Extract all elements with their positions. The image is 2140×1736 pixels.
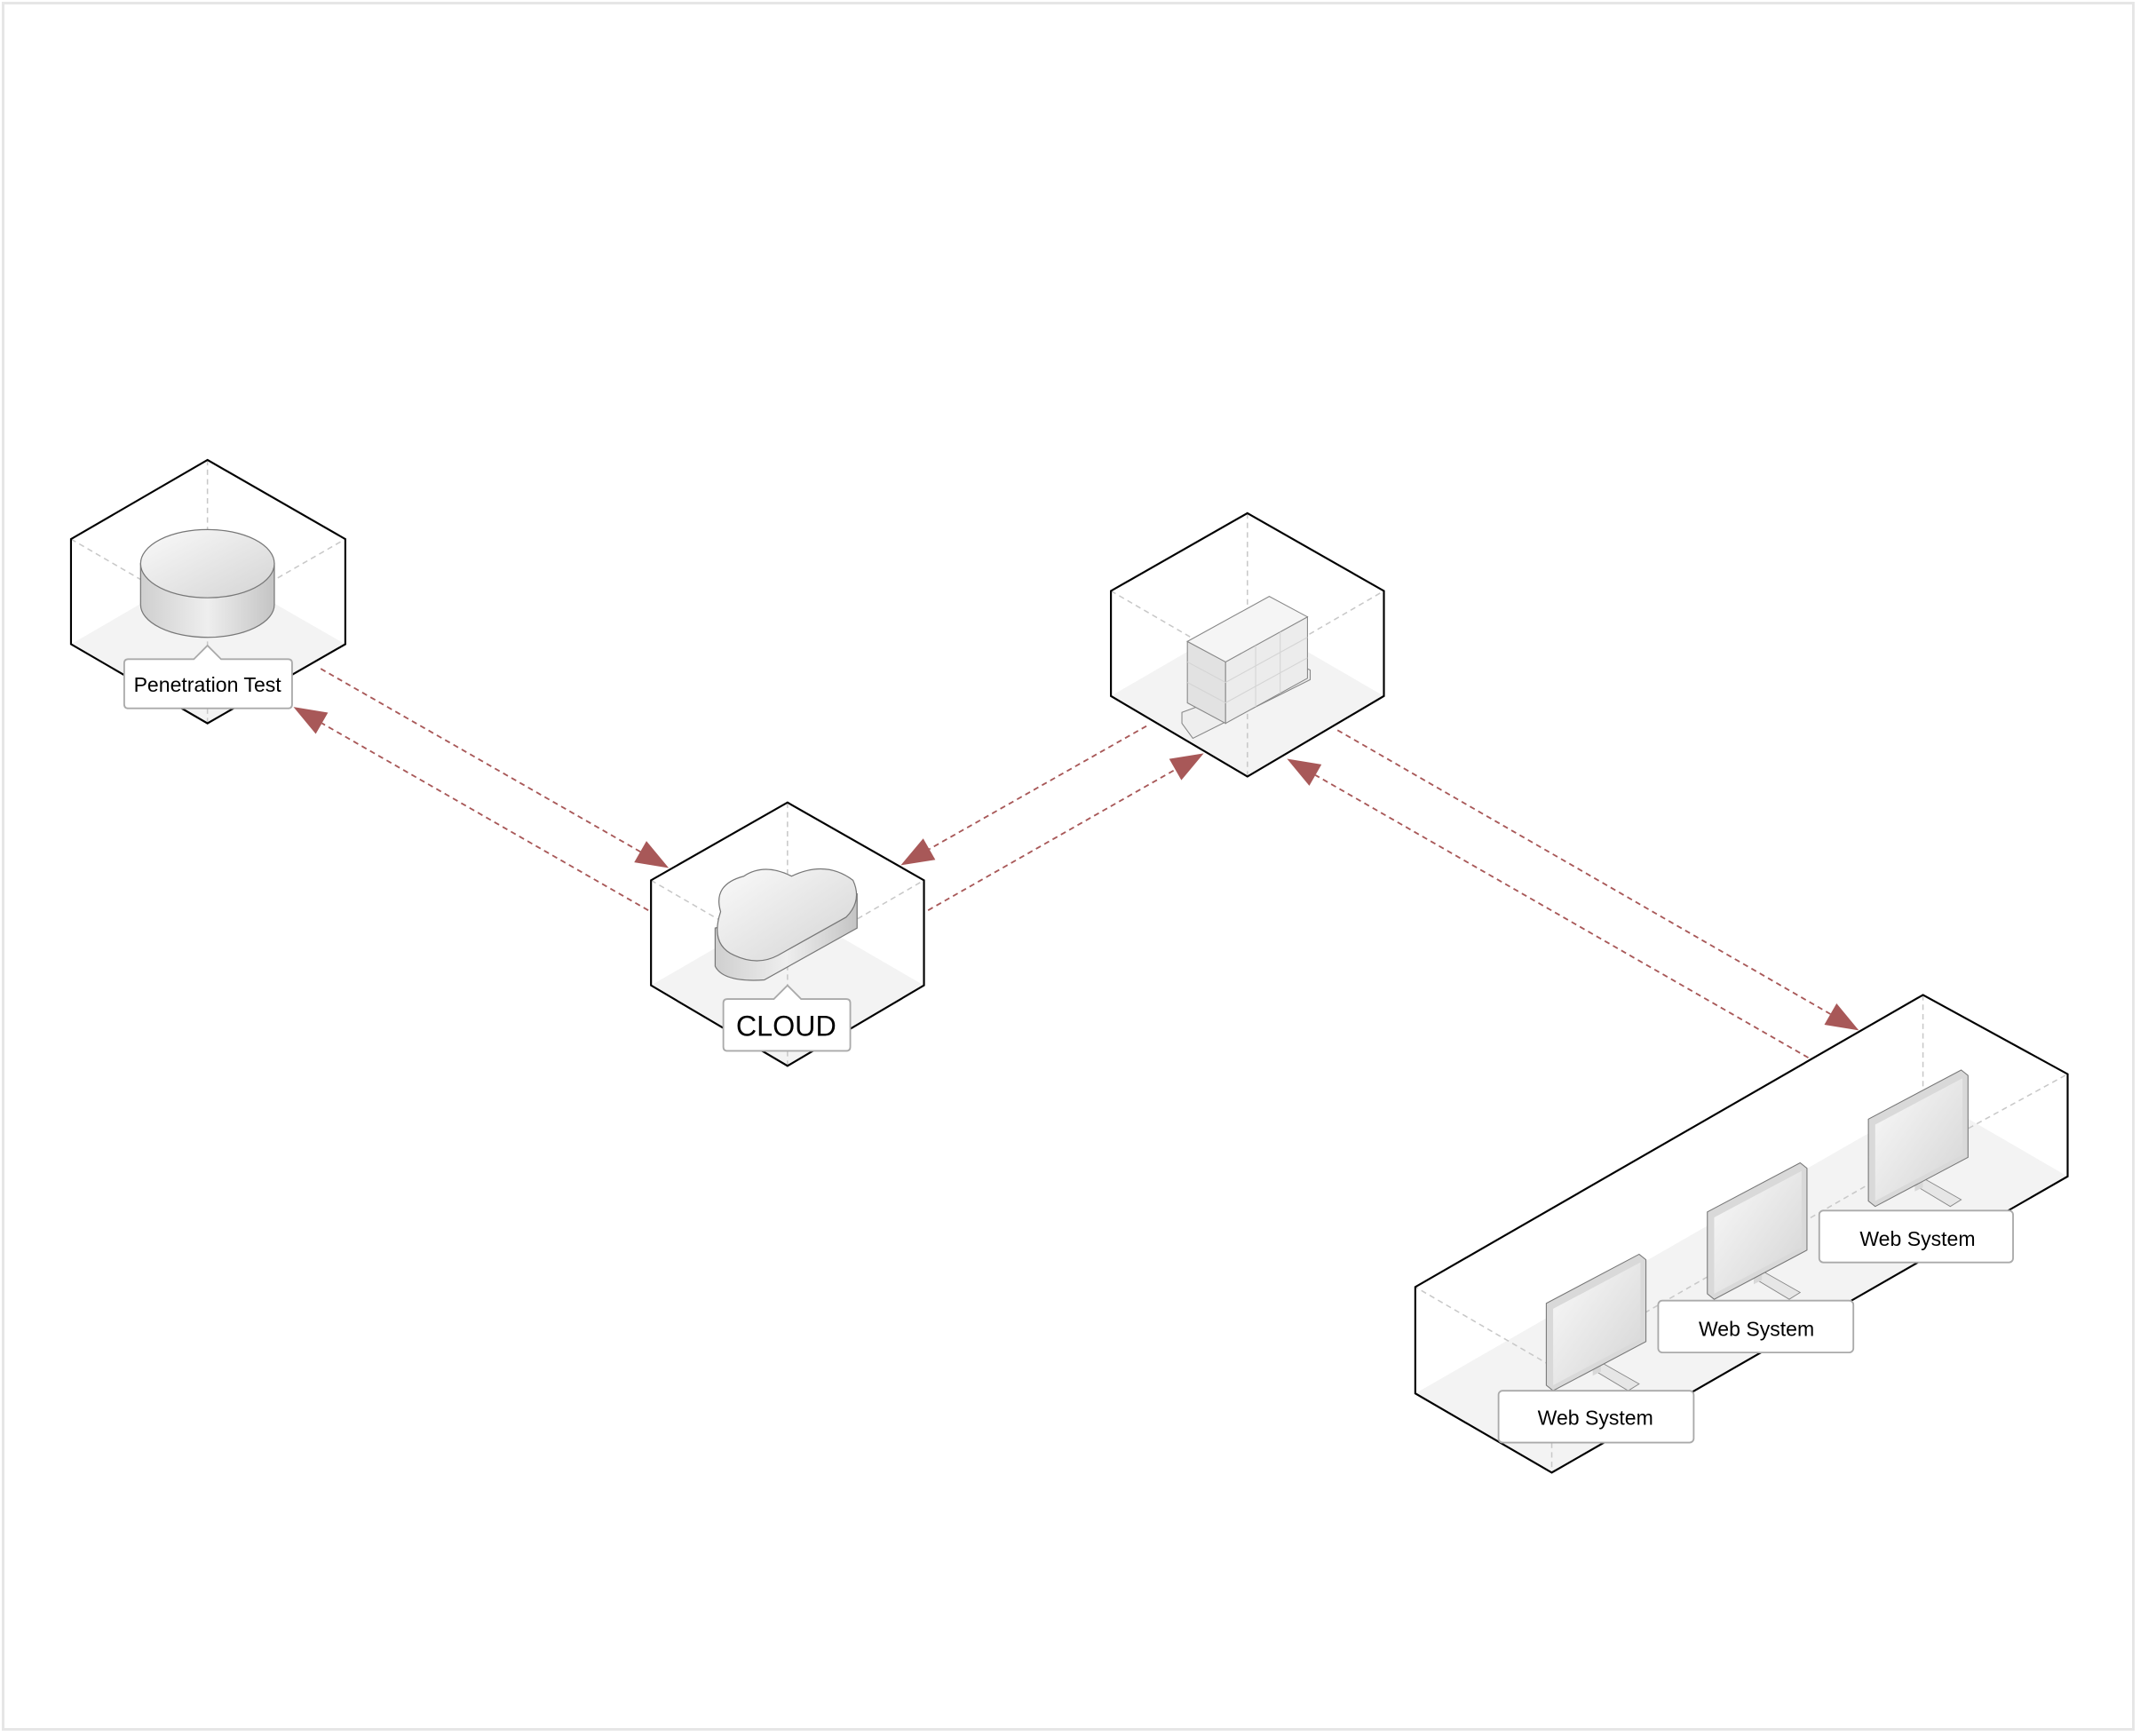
- monitor-icon: [1707, 1161, 1808, 1300]
- label-web-system-3: Web System: [1818, 1209, 2014, 1264]
- arrowhead-icon: [1824, 1003, 1859, 1031]
- connector-websystems-to-firewall[interactable]: [1287, 758, 1809, 1058]
- monitor-icon: [1867, 1069, 1969, 1208]
- label-text: Web System: [1538, 1407, 1653, 1430]
- label-text: Web System: [1859, 1227, 1975, 1250]
- connector-line: [321, 722, 649, 911]
- connector-line: [927, 768, 1177, 911]
- connector-line: [1336, 729, 1831, 1015]
- cloud-icon: [714, 868, 858, 981]
- connector-firewall-to-websystems[interactable]: [1336, 729, 1859, 1031]
- monitor-icon: [1545, 1253, 1647, 1391]
- label-penetration-test: Penetration Test: [123, 644, 293, 709]
- node-firewall[interactable]: [1110, 511, 1385, 778]
- label-text: Penetration Test: [134, 673, 282, 696]
- connectors: [293, 668, 1859, 1058]
- arrowhead-icon: [293, 707, 329, 734]
- label-web-system-2: Web System: [1657, 1299, 1855, 1354]
- node-box: [650, 801, 925, 1067]
- label-web-system-1: Web System: [1497, 1390, 1695, 1444]
- node-box: [1414, 994, 2069, 1474]
- connector-firewall-to-cloud[interactable]: [900, 725, 1147, 866]
- connector-cloud-to-pentest[interactable]: [293, 707, 649, 911]
- connector-line: [320, 668, 641, 852]
- node-penetration-test[interactable]: Penetration Test: [69, 458, 346, 725]
- label-text: CLOUD: [736, 1011, 836, 1042]
- arrowhead-icon: [1287, 758, 1322, 786]
- node-box: [1110, 511, 1385, 778]
- connector-cloud-to-firewall[interactable]: [927, 753, 1204, 911]
- firewall-icon: [1181, 596, 1312, 740]
- node-web-systems[interactable]: Web System Web System Web System: [1414, 994, 2069, 1474]
- arrowhead-icon: [900, 838, 936, 866]
- connector-line: [929, 725, 1147, 851]
- label-cloud: CLOUD: [722, 984, 852, 1052]
- connector-line: [1314, 774, 1809, 1058]
- database-icon: [139, 528, 275, 638]
- node-cloud[interactable]: CLOUD: [650, 801, 925, 1067]
- connector-pentest-to-cloud[interactable]: [320, 668, 670, 868]
- node-box: [69, 458, 346, 725]
- arrowhead-icon: [634, 841, 670, 868]
- label-text: Web System: [1699, 1318, 1814, 1341]
- arrowhead-icon: [1169, 753, 1204, 781]
